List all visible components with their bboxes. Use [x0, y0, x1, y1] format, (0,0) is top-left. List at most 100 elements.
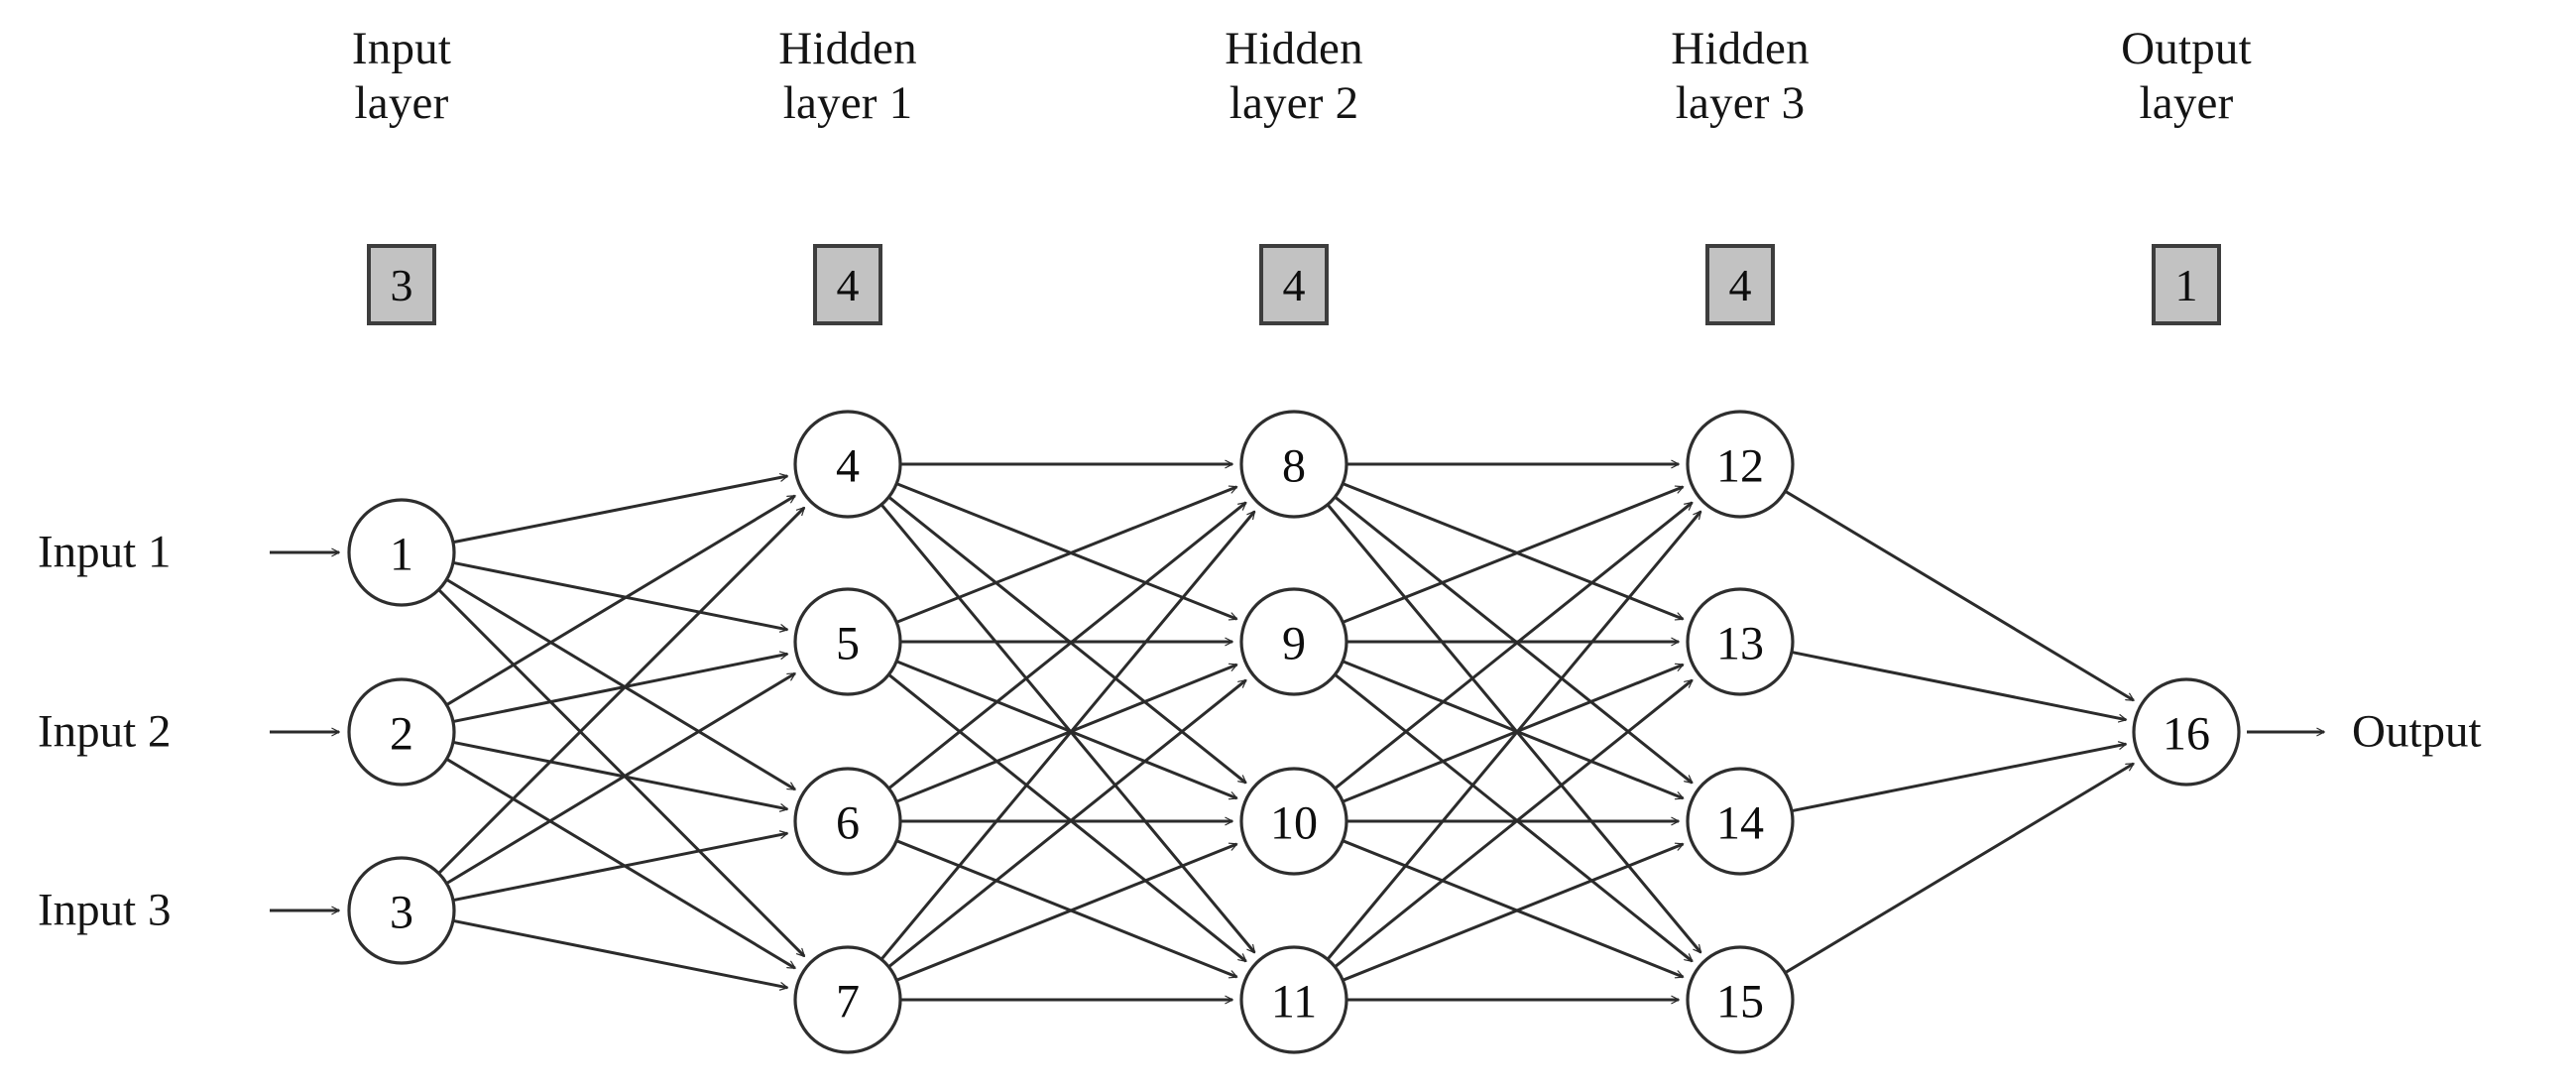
node-16[interactable]: 16: [2132, 677, 2241, 787]
node-circle-4[interactable]: [793, 410, 902, 519]
node-13[interactable]: 13: [1686, 587, 1795, 696]
io-arrow-layer: [270, 547, 2325, 915]
layer-size-badge-1: 4: [813, 244, 882, 325]
edge-6-to-11: [896, 839, 1238, 979]
node-label-9: 9: [1282, 618, 1306, 670]
node-circle-11[interactable]: [1239, 945, 1348, 1054]
column-header-2: Hidden layer 2: [1225, 23, 1363, 129]
edge-3-to-5: [446, 671, 796, 885]
edge-8-to-13: [1343, 482, 1685, 621]
edge-11-to-13: [1335, 678, 1694, 968]
node-circle-6[interactable]: [793, 767, 902, 876]
node-circle-12[interactable]: [1686, 410, 1795, 519]
node-label-10: 10: [1270, 797, 1318, 850]
node-label-5: 5: [836, 618, 860, 670]
node-9[interactable]: 9: [1239, 587, 1348, 696]
edge-2-to-4: [446, 494, 796, 706]
edge-7-to-8: [880, 510, 1256, 960]
node-circle-5[interactable]: [793, 587, 902, 696]
edge-1-to-4: [453, 473, 789, 544]
node-label-6: 6: [836, 797, 860, 850]
node-circle-16[interactable]: [2132, 677, 2241, 787]
node-circle-8[interactable]: [1239, 410, 1348, 519]
layer-size-badge-2: 4: [1259, 244, 1329, 325]
node-label-4: 4: [836, 440, 860, 493]
edge-6-to-8: [888, 501, 1247, 789]
edge-15-to-16: [1785, 762, 2135, 974]
node-10[interactable]: 10: [1239, 767, 1348, 876]
column-header-4: Output layer: [2121, 23, 2252, 129]
node-5[interactable]: 5: [793, 587, 902, 696]
layer-size-badge-4: 1: [2152, 244, 2221, 325]
node-6[interactable]: 6: [793, 767, 902, 876]
edge-3-to-7: [453, 919, 789, 991]
edge-10-to-12: [1335, 501, 1694, 789]
node-label-2: 2: [390, 708, 413, 761]
node-label-14: 14: [1716, 797, 1764, 850]
node-label-3: 3: [390, 887, 413, 939]
edge-2-to-6: [453, 741, 789, 812]
edge-10-to-13: [1343, 663, 1685, 803]
edge-5-to-8: [896, 485, 1238, 624]
edge-layer: [438, 459, 2135, 1005]
node-label-1: 1: [390, 529, 413, 581]
node-circle-1[interactable]: [347, 498, 456, 607]
edge-7-to-10: [896, 842, 1238, 982]
edge-9-to-14: [1343, 660, 1685, 800]
edge-1-to-7: [438, 589, 806, 958]
node-7[interactable]: 7: [793, 945, 902, 1054]
node-label-15: 15: [1716, 976, 1764, 1029]
node-circle-9[interactable]: [1239, 587, 1348, 696]
node-label-13: 13: [1716, 618, 1764, 670]
edge-11-to-14: [1343, 842, 1685, 982]
node-4[interactable]: 4: [793, 410, 902, 519]
node-circle-3[interactable]: [347, 856, 456, 965]
layer-size-badge-0: 3: [367, 244, 436, 325]
input-label-3: Input 3: [38, 884, 172, 936]
edge-3-to-6: [453, 830, 789, 902]
edge-14-to-16: [1792, 741, 2128, 812]
edge-6-to-9: [896, 663, 1238, 803]
output-label: Output: [2352, 705, 2482, 758]
node-circle-7[interactable]: [793, 945, 902, 1054]
edge-13-to-16: [1792, 651, 2128, 723]
edge-4-to-9: [896, 482, 1238, 621]
edge-12-to-16: [1785, 490, 2135, 702]
edge-1-to-5: [453, 561, 789, 633]
edge-2-to-7: [446, 758, 796, 970]
node-circle-15[interactable]: [1686, 945, 1795, 1054]
column-header-1: Hidden layer 1: [778, 23, 917, 129]
edge-9-to-12: [1343, 485, 1685, 624]
node-circle-2[interactable]: [347, 677, 456, 787]
node-8[interactable]: 8: [1239, 410, 1348, 519]
node-label-12: 12: [1716, 440, 1764, 493]
edge-5-to-10: [896, 660, 1238, 800]
node-3[interactable]: 3: [347, 856, 456, 965]
node-label-16: 16: [2163, 708, 2210, 761]
input-label-2: Input 2: [38, 705, 172, 758]
edge-3-to-4: [438, 506, 806, 874]
node-label-7: 7: [836, 976, 860, 1029]
layer-size-badge-3: 4: [1705, 244, 1775, 325]
edge-11-to-12: [1327, 510, 1702, 960]
edge-2-to-5: [453, 651, 789, 723]
input-label-1: Input 1: [38, 526, 172, 578]
node-15[interactable]: 15: [1686, 945, 1795, 1054]
node-circle-13[interactable]: [1686, 587, 1795, 696]
edge-7-to-9: [888, 678, 1247, 968]
node-circle-14[interactable]: [1686, 767, 1795, 876]
edge-1-to-6: [446, 578, 796, 791]
node-2[interactable]: 2: [347, 677, 456, 787]
node-circle-10[interactable]: [1239, 767, 1348, 876]
node-14[interactable]: 14: [1686, 767, 1795, 876]
edge-9-to-15: [1335, 673, 1694, 963]
node-11[interactable]: 11: [1239, 945, 1348, 1054]
node-12[interactable]: 12: [1686, 410, 1795, 519]
column-header-3: Hidden layer 3: [1671, 23, 1810, 129]
edge-10-to-15: [1343, 839, 1685, 979]
column-header-0: Input layer: [351, 23, 452, 129]
node-1[interactable]: 1: [347, 498, 456, 607]
